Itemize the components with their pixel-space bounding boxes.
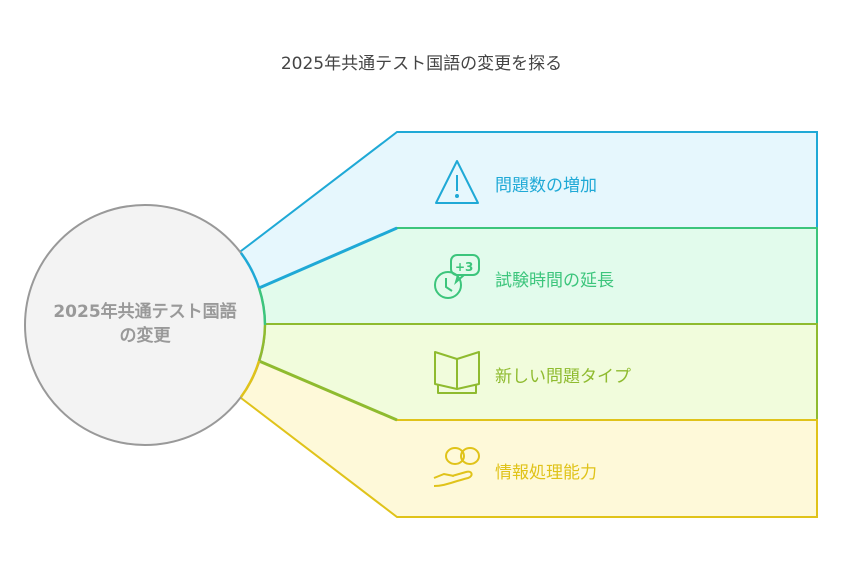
item-label-2: 試験時間の延長 bbox=[495, 271, 614, 291]
svg-text:+3: +3 bbox=[455, 260, 473, 274]
center-label: 2025年共通テスト国語の変更 bbox=[53, 302, 237, 346]
diagram-title: 2025年共通テスト国語の変更を探る bbox=[280, 54, 563, 74]
item-label-1: 問題数の増加 bbox=[495, 176, 597, 196]
item-label-4: 情報処理能力 bbox=[495, 463, 597, 483]
item-label-3: 新しい問題タイプ bbox=[495, 367, 631, 387]
warning-triangle-icon bbox=[435, 160, 479, 204]
clock-plus-three-icon: +3 bbox=[434, 254, 480, 299]
open-book-icon bbox=[434, 351, 480, 394]
brain-hand-icon bbox=[433, 447, 480, 487]
